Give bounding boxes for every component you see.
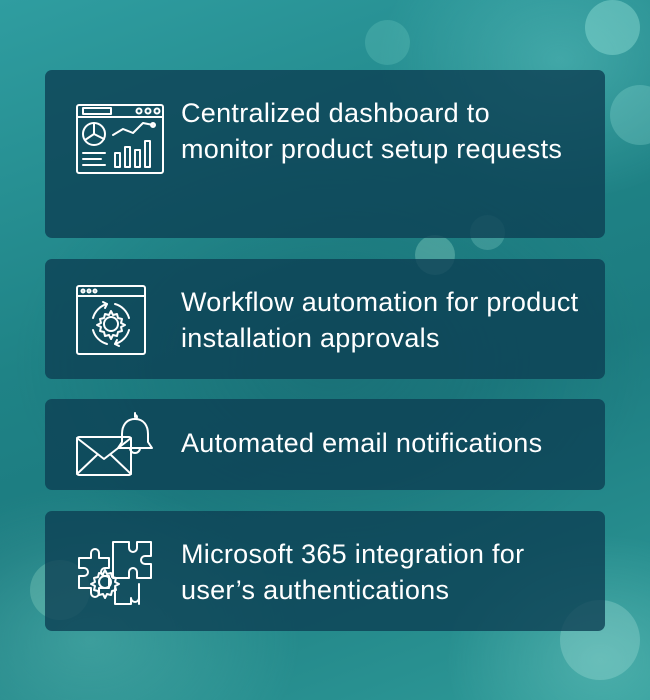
feature-card-workflow: Workflow automation for product installa… xyxy=(45,259,605,379)
email-bell-icon xyxy=(76,412,153,476)
puzzle-gear-icon xyxy=(78,541,152,605)
feature-text: Workflow automation for product installa… xyxy=(181,287,579,353)
workflow-gear-icon xyxy=(76,285,146,355)
feature-card-dashboard: Centralized dashboard to monitor product… xyxy=(45,70,605,238)
bokeh-light xyxy=(365,20,410,65)
feature-card-email: Automated email notifications xyxy=(45,399,605,490)
bokeh-light xyxy=(610,85,650,145)
feature-text: Microsoft 365 integration for user’s aut… xyxy=(181,539,525,605)
dashboard-analytics-icon xyxy=(76,104,164,174)
feature-text: Automated email notifications xyxy=(181,428,543,458)
feature-text: Centralized dashboard to monitor product… xyxy=(181,98,563,164)
feature-card-integration: Microsoft 365 integration for user’s aut… xyxy=(45,511,605,631)
bokeh-light xyxy=(585,0,640,55)
